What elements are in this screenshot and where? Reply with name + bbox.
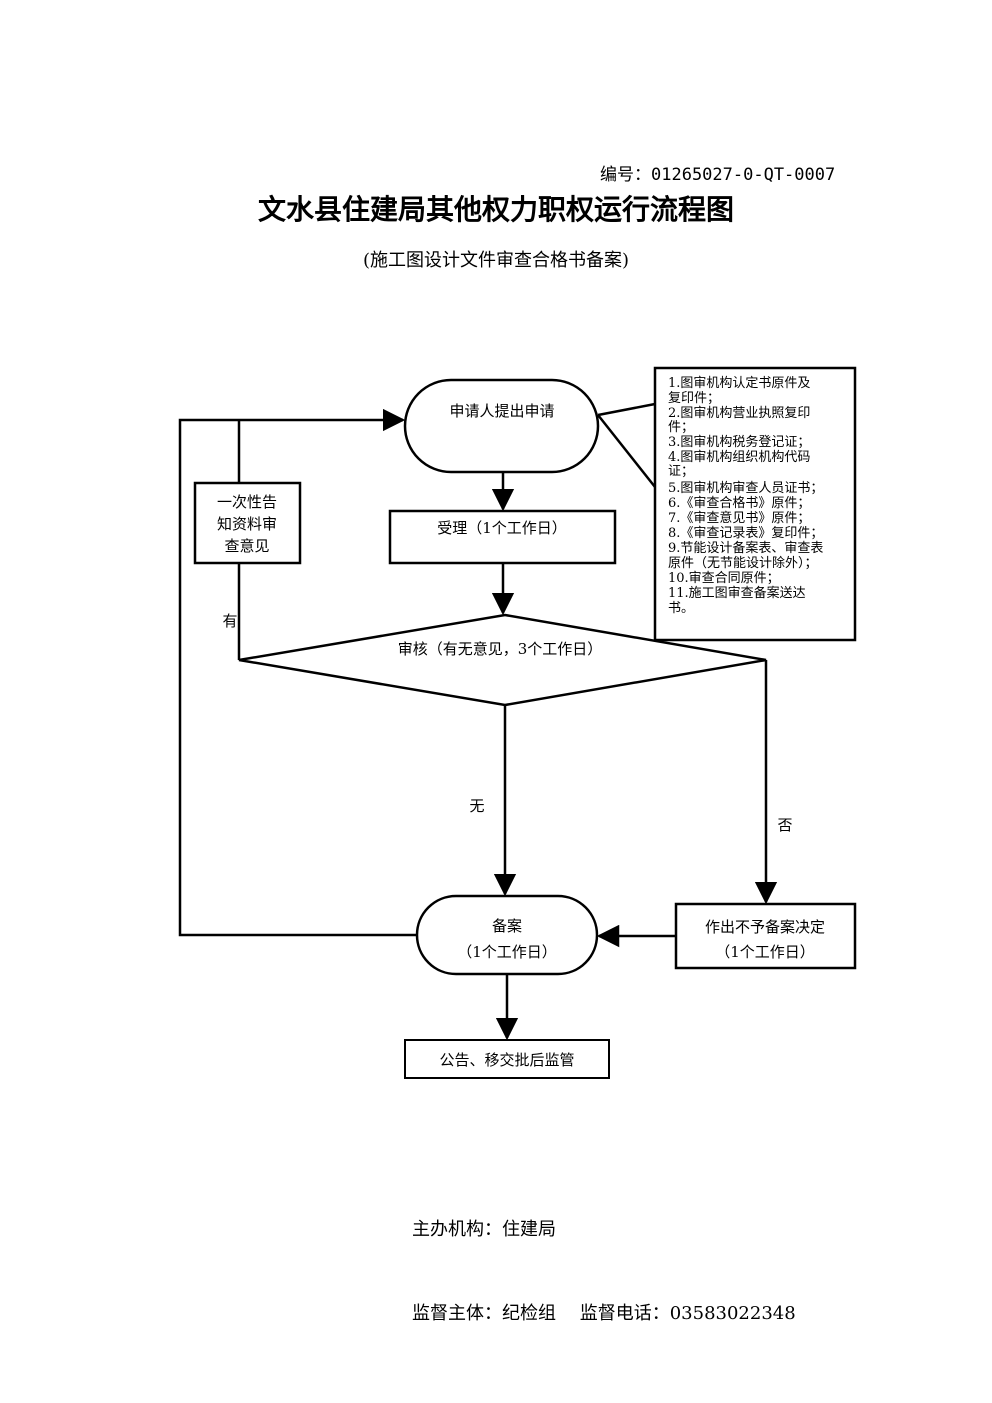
materials-line: 证； <box>668 464 694 479</box>
footer: 主办机构：住建局 监督主体：纪检组 监督电话：03583022348 <box>412 1160 796 1356</box>
label-no-opinion: 无 <box>469 797 484 815</box>
materials-line: 1.图审机构认定书原件及 <box>668 376 810 391</box>
supervisor-line: 监督主体：纪检组 监督电话：03583022348 <box>412 1303 796 1324</box>
apply-node-label: 申请人提出申请 <box>449 402 554 420</box>
label-not-approved: 否 <box>777 816 792 834</box>
materials-list: 1.图审机构认定书原件及 复印件； 2.图审机构营业执照复印 件； 3.图审机构… <box>668 376 823 616</box>
materials-line: 9.节能设计备案表、审查表 <box>668 540 823 556</box>
materials-line: 10.审查合同原件； <box>668 571 780 586</box>
notice-line: 查意见 <box>224 537 269 555</box>
materials-line: 5.图审机构审查人员证书； <box>668 481 823 496</box>
materials-connector <box>597 402 656 417</box>
organizer-line: 主办机构：住建局 <box>412 1219 556 1240</box>
materials-line: 件； <box>668 420 694 435</box>
publish-box-label: 公告、移交批后监管 <box>439 1051 574 1069</box>
record-node <box>415 894 599 976</box>
materials-line: 复印件； <box>668 391 720 406</box>
materials-line: 6.《审查合格书》原件； <box>668 495 810 511</box>
materials-line: 7.《审查意见书》原件； <box>668 510 810 526</box>
materials-line: 3.图审机构税务登记证； <box>668 434 810 450</box>
materials-line: 8.《审查记录表》复印件； <box>668 526 823 541</box>
document-number: 编号：01265027-0-QT-0007 <box>600 165 836 185</box>
apply-node <box>403 378 600 474</box>
materials-line: 书。 <box>668 601 694 616</box>
label-has-opinion: 有 <box>222 612 237 630</box>
materials-line: 4.图审机构组织机构代码 <box>668 450 810 465</box>
materials-line: 11.施工图审查备案送达 <box>668 585 806 601</box>
reject-box-label: 作出不予备案决定 <box>705 918 825 936</box>
materials-line: 原件（无节能设计除外）； <box>668 556 818 571</box>
notice-line: 一次性告 <box>217 493 277 511</box>
materials-connector <box>597 414 656 488</box>
publish-box <box>404 1039 610 1079</box>
materials-box <box>653 366 857 642</box>
page-subtitle: (施工图设计文件审查合格书备案) <box>362 250 630 271</box>
notice-box <box>193 481 302 565</box>
record-node-label: 备案 <box>492 917 522 935</box>
reject-box-duration: （1个工作日） <box>715 943 815 961</box>
review-diamond-label: 审核（有无意见，3个工作日） <box>398 640 603 658</box>
record-node-duration: （1个工作日） <box>457 943 557 961</box>
arrow-record-loop-to-apply <box>178 408 417 937</box>
page-title: 文水县住建局其他权力职权运行流程图 <box>257 193 734 226</box>
notice-line: 知资料审 <box>217 515 277 533</box>
accept-box-label: 受理（1个工作日） <box>437 519 567 537</box>
materials-line: 2.图审机构营业执照复印 <box>668 406 810 421</box>
